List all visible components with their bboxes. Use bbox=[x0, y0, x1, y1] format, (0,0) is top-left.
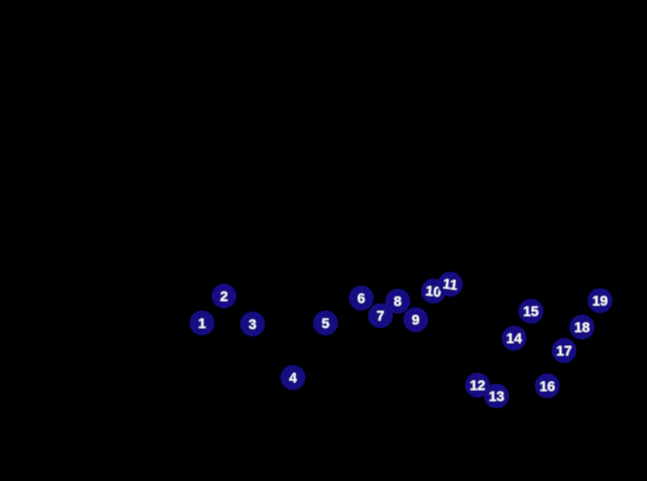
svg-text:14: 14 bbox=[506, 330, 522, 346]
svg-text:5: 5 bbox=[322, 315, 330, 331]
svg-text:13: 13 bbox=[489, 388, 505, 404]
svg-text:7: 7 bbox=[377, 308, 385, 324]
svg-text:16: 16 bbox=[540, 378, 556, 394]
svg-text:15: 15 bbox=[523, 303, 539, 319]
svg-text:18: 18 bbox=[574, 319, 590, 335]
svg-text:17: 17 bbox=[556, 343, 572, 359]
svg-text:10: 10 bbox=[425, 282, 442, 300]
svg-text:11: 11 bbox=[442, 275, 459, 293]
svg-text:1: 1 bbox=[198, 315, 206, 331]
svg-text:9: 9 bbox=[412, 312, 420, 328]
svg-text:4: 4 bbox=[289, 370, 297, 386]
svg-text:19: 19 bbox=[592, 293, 608, 309]
svg-text:3: 3 bbox=[249, 316, 257, 332]
svg-text:8: 8 bbox=[394, 293, 402, 309]
svg-text:12: 12 bbox=[470, 377, 486, 393]
svg-text:2: 2 bbox=[220, 288, 228, 304]
svg-text:6: 6 bbox=[357, 290, 365, 306]
